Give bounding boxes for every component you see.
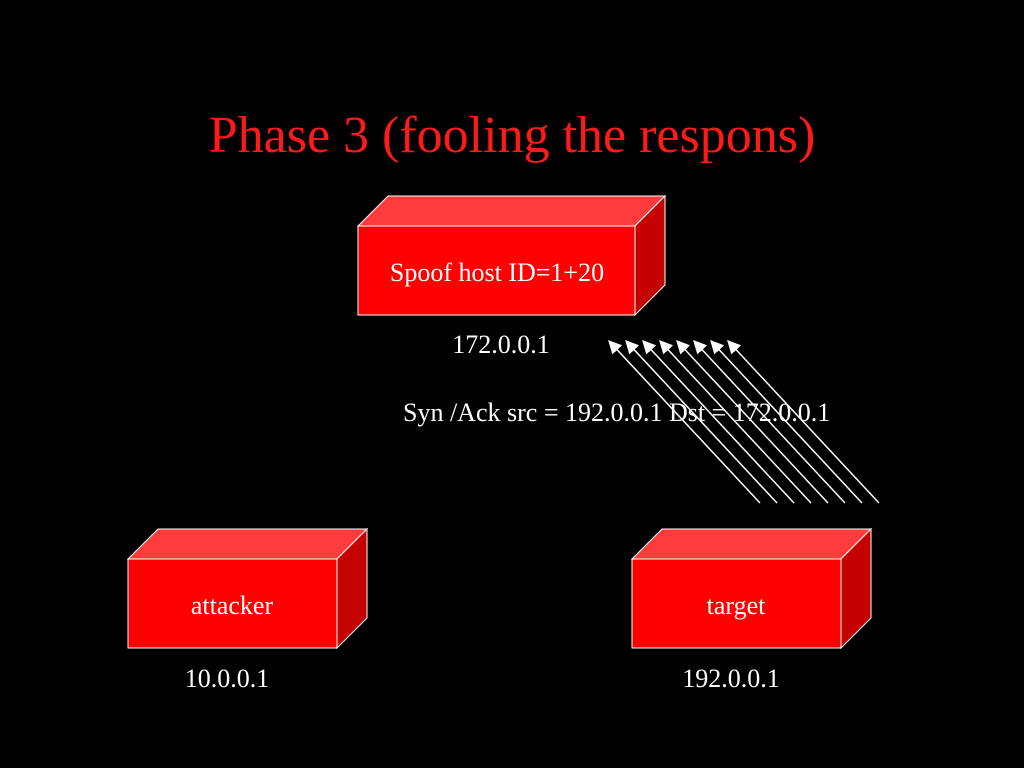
slide-title: Phase 3 (fooling the respons) xyxy=(208,107,816,164)
attacker-ip: 10.0.0.1 xyxy=(185,664,270,693)
attacker-box-front xyxy=(127,558,338,649)
target-box: target xyxy=(630,527,873,650)
attacker-label: attacker xyxy=(191,591,274,620)
packet-arrow xyxy=(710,340,863,504)
spoof-host-label: Spoof host ID=1+20 xyxy=(390,258,604,287)
packet-arrow xyxy=(693,340,846,504)
target-ip: 192.0.0.1 xyxy=(682,664,780,693)
packet-arrows xyxy=(608,340,880,504)
target-label: target xyxy=(707,591,766,620)
packet-arrow xyxy=(727,340,880,504)
spoof-host-box-top xyxy=(356,195,667,227)
attacker-box-top xyxy=(126,528,369,560)
target-box-top xyxy=(630,528,873,560)
target-box-front xyxy=(631,558,842,649)
attacker-box: attacker xyxy=(126,527,369,650)
packet-arrow xyxy=(625,340,778,504)
packet-arrow xyxy=(676,340,829,504)
spoof-host-box-front xyxy=(357,225,636,316)
packet-arrow xyxy=(608,340,761,504)
packet-arrow xyxy=(659,340,812,504)
spoof-host-box: Spoof host ID=1+20 xyxy=(356,194,667,317)
spoof-host-ip: 172.0.0.1 xyxy=(452,330,550,359)
packet-label: Syn /Ack src = 192.0.0.1 Dst = 172.0.0.1 xyxy=(403,398,830,427)
packet-arrow xyxy=(642,340,795,504)
